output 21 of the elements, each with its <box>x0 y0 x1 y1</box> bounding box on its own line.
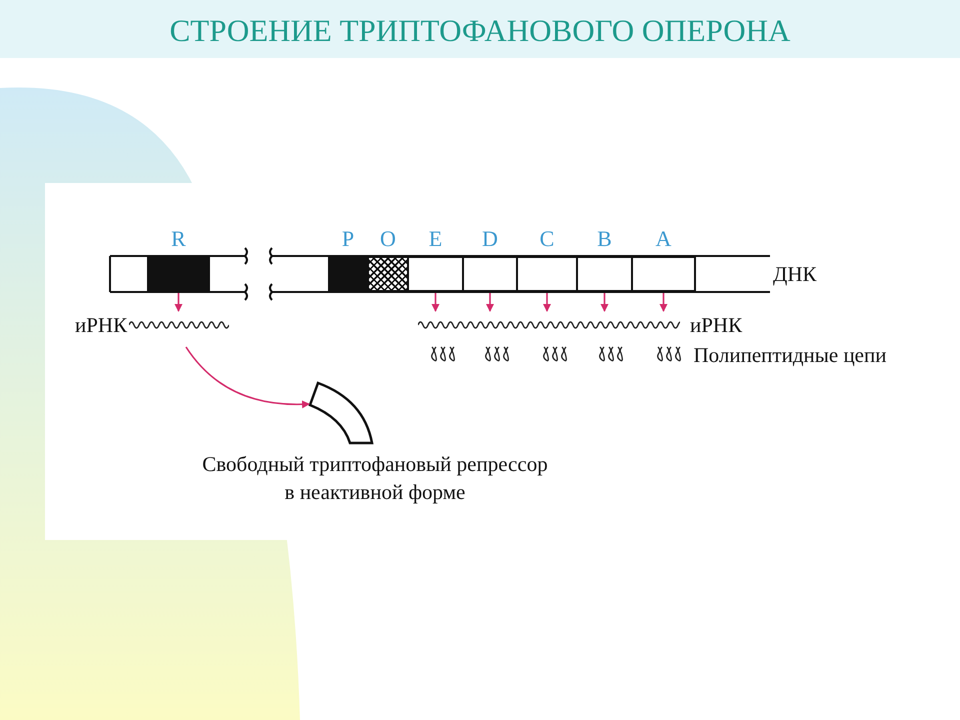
gene-letter: D <box>481 226 499 252</box>
arrow <box>432 293 440 312</box>
gene-letter: A <box>654 226 672 252</box>
gene-letter: E <box>428 226 444 252</box>
arrow <box>185 346 310 408</box>
repressor-caption: Свободный триптофановый репрессор в неактивной форме <box>201 451 549 506</box>
gene-letter: C <box>538 226 556 252</box>
text-label: ДНК <box>773 261 818 288</box>
arrow <box>600 293 608 312</box>
gene-letter: B <box>596 226 613 252</box>
gene-letter: R <box>170 226 187 252</box>
arrow <box>174 293 182 312</box>
mrna-label: иРНК <box>690 312 742 338</box>
arrow <box>543 293 551 312</box>
slide-title: СТРОЕНИЕ ТРИПТОФАНОВОГО ОПЕРОНА <box>0 0 960 58</box>
gene-letter: P <box>340 226 356 252</box>
arrow <box>660 293 668 312</box>
text-label: Полипептидные цепи <box>692 342 888 369</box>
gene-letter: O <box>379 226 397 252</box>
mrna-label: иРНК <box>75 312 128 338</box>
arrow <box>486 293 494 312</box>
